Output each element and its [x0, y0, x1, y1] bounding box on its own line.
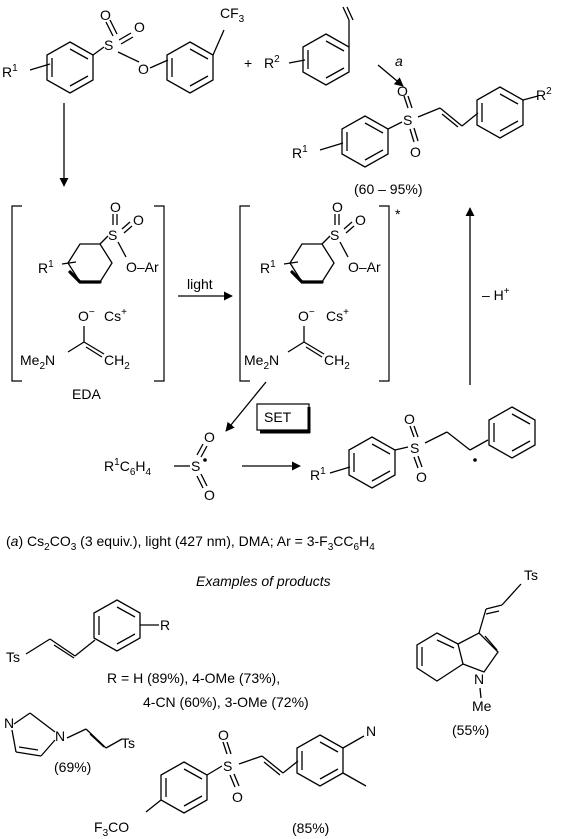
oxygen-atom: O [204, 487, 215, 503]
oxygen-atom: O [332, 199, 343, 215]
dimethylamino-group: Me2N [244, 352, 279, 372]
arrow-condition-a [377, 64, 404, 87]
r1-label: R1 [2, 63, 18, 80]
left-bracket [239, 205, 250, 382]
eda-caption: EDA [72, 386, 101, 402]
benzene-ring [416, 632, 464, 682]
sulfur-atom: S [223, 758, 232, 774]
r2-label: R2 [536, 86, 552, 103]
ts-label: Ts [6, 649, 20, 665]
benzene-ring [488, 406, 536, 459]
cf3-group: CF3 [220, 5, 245, 25]
imidazole-n1: N [55, 728, 65, 744]
oxygen-atom: O [404, 411, 415, 427]
pyridyl-yield: (85%) [292, 820, 329, 836]
o-ar-group: O–Ar [126, 259, 159, 275]
right-bracket [379, 205, 390, 382]
sulfur-atom: S [191, 458, 200, 474]
r-label: R [160, 617, 170, 633]
o-ar-group: O–Ar [348, 259, 381, 275]
ts-label: Ts [121, 735, 135, 751]
dimethylamino-group: Me2N [20, 352, 55, 372]
oxygen-atom: O [397, 83, 408, 99]
example-pyridyl-sulfone: F3CO S O O N (85%) [94, 722, 380, 839]
deprotonation-label: – H+ [482, 286, 510, 303]
product-vinyl-sulfone: R1 S O O R2 (60 – 95%) [292, 83, 552, 197]
imidazole-n3: N [4, 715, 14, 731]
right-bracket [154, 205, 165, 382]
light-label: light [187, 276, 213, 292]
sulfur-atom: S [410, 440, 419, 456]
oxygen-atom: O [232, 789, 243, 805]
oxygen-atom: O [416, 469, 427, 485]
sulfur-atom: S [403, 112, 412, 128]
aryl-group-text: R1C6H4 [104, 457, 152, 478]
oxygen-atom: O [100, 7, 111, 23]
sulfonyl-radical: R1C6H4 S O O [104, 429, 215, 503]
methylene-group: CH2 [324, 352, 350, 372]
indole-yield: (55%) [452, 722, 489, 738]
sulfur-atom: S [330, 227, 339, 243]
radical-dot [203, 458, 207, 462]
cesium-cation: Cs+ [326, 307, 349, 324]
methyl-label: Me [472, 698, 492, 714]
pyrrole-ring [457, 632, 499, 673]
eda-complex: R1 S O O O–Ar O− Cs+ Me2N CH2 EDA [11, 199, 165, 402]
excited-state-star: * [395, 206, 401, 222]
example-imidazole: N N Ts (69%) [4, 712, 135, 775]
enolate-oxygen: O− [78, 307, 95, 324]
benzene-ring [93, 599, 141, 652]
sulfur-atom: S [108, 227, 117, 243]
excited-complex: * R1 S O O O–Ar O− Cs+ Me2N CH2 [239, 199, 401, 382]
sulfur-atom: S [104, 37, 113, 53]
indole-nitrogen: N [474, 671, 484, 687]
product-yield-range: (60 – 95%) [354, 181, 422, 197]
example-indole: Ts N Me (55%) [416, 567, 538, 738]
oxygen-atom: O [355, 212, 366, 228]
substituent-yields-line1: R = H (89%), 4-OMe (73%), [107, 670, 280, 686]
r1-label: R1 [38, 259, 54, 276]
r2-label: R2 [264, 54, 280, 71]
methylene-group: CH2 [104, 352, 130, 372]
r1-label: R1 [260, 259, 276, 276]
reactant-aryl-sulfonate: R1 S O O O CF3 [2, 5, 245, 94]
radical-dot [473, 458, 477, 462]
set-box [256, 403, 310, 431]
condition-a-label: a [395, 53, 403, 69]
substituent-yields-line2: 4-CN (60%), 3-OMe (72%) [143, 694, 309, 710]
oxygen-atom: O [133, 212, 144, 228]
oxygen-atom: O [410, 144, 421, 160]
set-label: SET [264, 409, 292, 425]
reaction-conditions: (a) Cs2CO3 (3 equiv.), light (427 nm), D… [6, 533, 375, 553]
r1-label: R1 [292, 144, 308, 161]
oxygen-atom: O [218, 727, 229, 743]
ts-label: Ts [524, 567, 538, 583]
oxygen-atom: O [204, 429, 215, 445]
set-arrow [225, 381, 267, 432]
imidazole-yield: (69%) [54, 759, 91, 775]
ester-oxygen: O [138, 61, 149, 77]
example-styryl-sulfone: Ts R R = H (89%), 4-OMe (73%), 4-CN (60%… [6, 599, 309, 710]
oxygen-atom: O [110, 199, 121, 215]
reactant-styrene: R2 [264, 6, 354, 86]
examples-title: Examples of products [196, 573, 331, 589]
oxygen-atom: O [134, 19, 145, 35]
enolate-oxygen: O− [298, 307, 315, 324]
plus-sign: + [244, 55, 252, 71]
benzylic-radical: R1 S O O [310, 406, 536, 489]
left-bracket [11, 205, 22, 382]
trifluoromethoxy-group: F3CO [94, 819, 129, 839]
r1-label: R1 [310, 466, 326, 483]
cesium-cation: Cs+ [104, 307, 127, 324]
pyridine-nitrogen: N [366, 723, 376, 739]
